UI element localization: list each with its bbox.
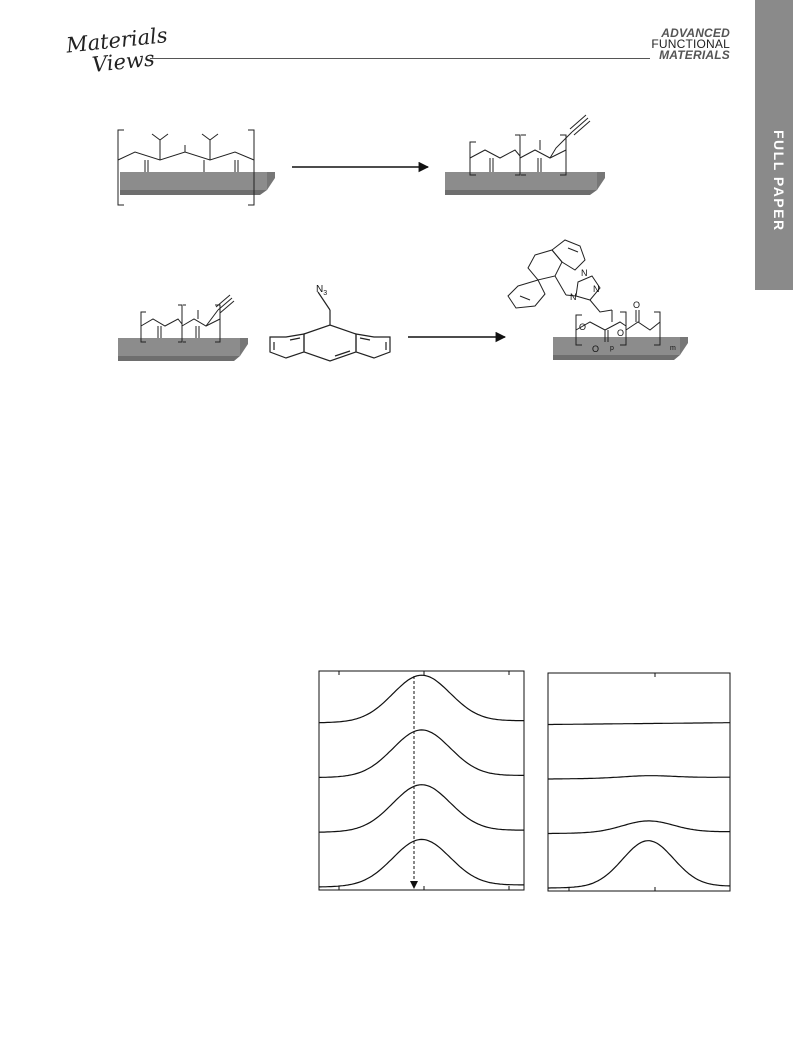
triazole-n1: N [570,292,577,302]
panel-left-frame [318,670,525,891]
peak-guide-arrow [410,881,418,889]
spectrum-panel-left [318,670,525,891]
polymer-chain-top-left [117,129,255,206]
spectra-figure [318,670,731,892]
polymer-chain-bottom-left [140,294,235,343]
polymer-chain-top-right [469,114,591,176]
section-tab: FULL PAPER [755,0,793,290]
clicked-product [507,239,661,346]
brand-line3: MATERIALS [659,48,730,62]
left-spectrum-series-1 [318,674,524,724]
right-spectrum-series-2 [548,775,730,780]
anthracene-azide [269,291,391,362]
substrate-bottom-left [118,338,248,361]
substrate-top-left [120,172,275,195]
triazole-n3: N [593,284,600,294]
right-spectrum-series-4 [548,840,730,889]
subscript-m: m [670,345,676,352]
substrate-top-right [445,172,605,195]
brand-line1: ADVANCED [661,26,730,40]
left-spectrum-series-2 [319,729,524,778]
panel-right-frame [547,672,731,892]
section-tab-label: FULL PAPER [771,130,787,232]
ester-o4: O [633,300,640,310]
brand-line2: FUNCTIONAL [651,37,730,51]
azide-label: N3 [316,284,327,297]
subscript-p: p [610,345,614,352]
left-spectrum-series-3 [318,784,524,833]
substrate-bottom-right [553,337,688,360]
right-spectrum-series-1 [548,722,730,726]
right-spectrum-series-3 [548,820,730,835]
ester-o2: O [592,344,599,354]
ester-o3: O [617,328,624,338]
ester-o1: O [579,322,586,332]
brand-logo: ADVANCED FUNCTIONAL MATERIALS [620,26,730,62]
reaction-scheme: N3 N N N O O O O p m [117,114,688,362]
triazole-n2: N [581,268,588,278]
spectrum-panel-right [547,672,731,892]
header-rule [150,58,650,59]
left-spectrum-series-4 [319,838,524,888]
